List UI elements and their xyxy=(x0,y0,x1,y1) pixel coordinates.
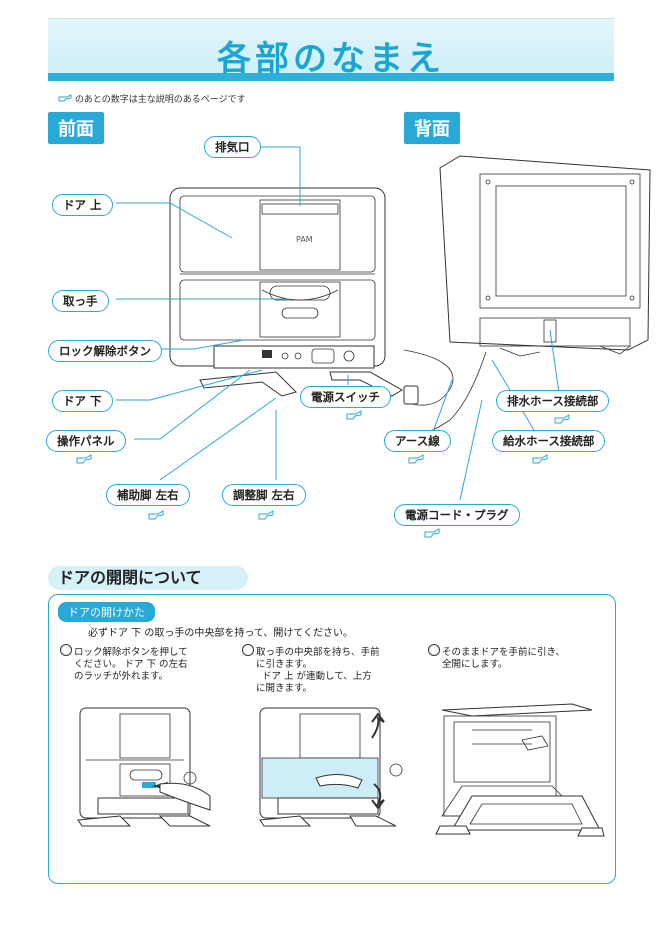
note-text: のあとの数字は主な説明のあるページです xyxy=(74,95,246,105)
bullet-circle-icon xyxy=(60,644,72,656)
callout-drain-connector: 排水ホース接続部 xyxy=(496,390,610,412)
title-underline xyxy=(48,73,614,81)
pointing-hand-icon xyxy=(258,510,274,520)
step-1-illustration xyxy=(77,707,211,827)
door-open-description: 必ずドア 下 の取っ手の中央部を持って、開けてください。 xyxy=(88,628,354,639)
door-open-subheading: ドアの開けかた xyxy=(58,602,155,622)
front-heading: 前面 xyxy=(48,112,104,144)
pointing-hand-icon xyxy=(554,414,570,424)
callout-handle: 取っ手 xyxy=(52,290,109,312)
callout-power-switch: 電源スイッチ xyxy=(300,386,391,408)
step-1: ロック解除ボタンを押して ください。 ドア 下 の左右 のラッチが外れます。 xyxy=(60,644,250,683)
pointing-hand-icon xyxy=(424,528,440,538)
back-machine-illustration xyxy=(439,155,651,357)
pointing-hand-icon xyxy=(346,410,362,420)
bullet-circle-icon xyxy=(242,644,254,656)
brand-logo: PAM xyxy=(296,235,313,244)
pointing-hand-icon xyxy=(148,510,164,520)
step-3: そのままドアを手前に引き、 全開にします。 xyxy=(428,644,618,671)
bullet-circle-icon xyxy=(428,644,440,656)
step-2: 取っ手の中央部を持ち、手前 に引きます。 ドア 上 が連動して、上方 に開きます… xyxy=(242,644,432,695)
callout-exhaust: 排気口 xyxy=(204,136,261,158)
callout-door-lower: ドア 下 xyxy=(52,390,113,412)
callout-aux-leg: 補助脚 左右 xyxy=(106,484,190,506)
door-section-heading: ドアの開閉について xyxy=(48,566,248,590)
pointing-hand-icon xyxy=(76,454,92,464)
step-3-illustration xyxy=(435,703,605,837)
callout-door-upper: ドア 上 xyxy=(52,194,113,216)
pointing-hand-icon xyxy=(532,454,548,464)
callout-adjust-leg: 調整脚 左右 xyxy=(222,484,306,506)
callout-control-panel: 操作パネル xyxy=(46,430,126,452)
pointing-hand-icon xyxy=(58,94,72,102)
callout-lock-button: ロック解除ボタン xyxy=(48,340,162,362)
callout-earth-wire: アース線 xyxy=(384,430,451,452)
step-2-illustration xyxy=(259,707,403,827)
pointing-hand-icon xyxy=(408,454,424,464)
callout-power-cord: 電源コード・プラグ xyxy=(394,504,520,526)
page-title: 各部のなまえ xyxy=(217,39,445,79)
title-banner: 各部のなまえ xyxy=(48,18,614,81)
back-heading: 背面 xyxy=(404,112,460,144)
front-machine-illustration xyxy=(169,187,403,397)
door-section-box xyxy=(48,594,616,884)
callout-supply-connector: 給水ホース接続部 xyxy=(492,430,606,452)
parts-diagram: PAM xyxy=(116,146,651,501)
page-reference-note: のあとの数字は主な説明のあるページです xyxy=(58,92,246,105)
